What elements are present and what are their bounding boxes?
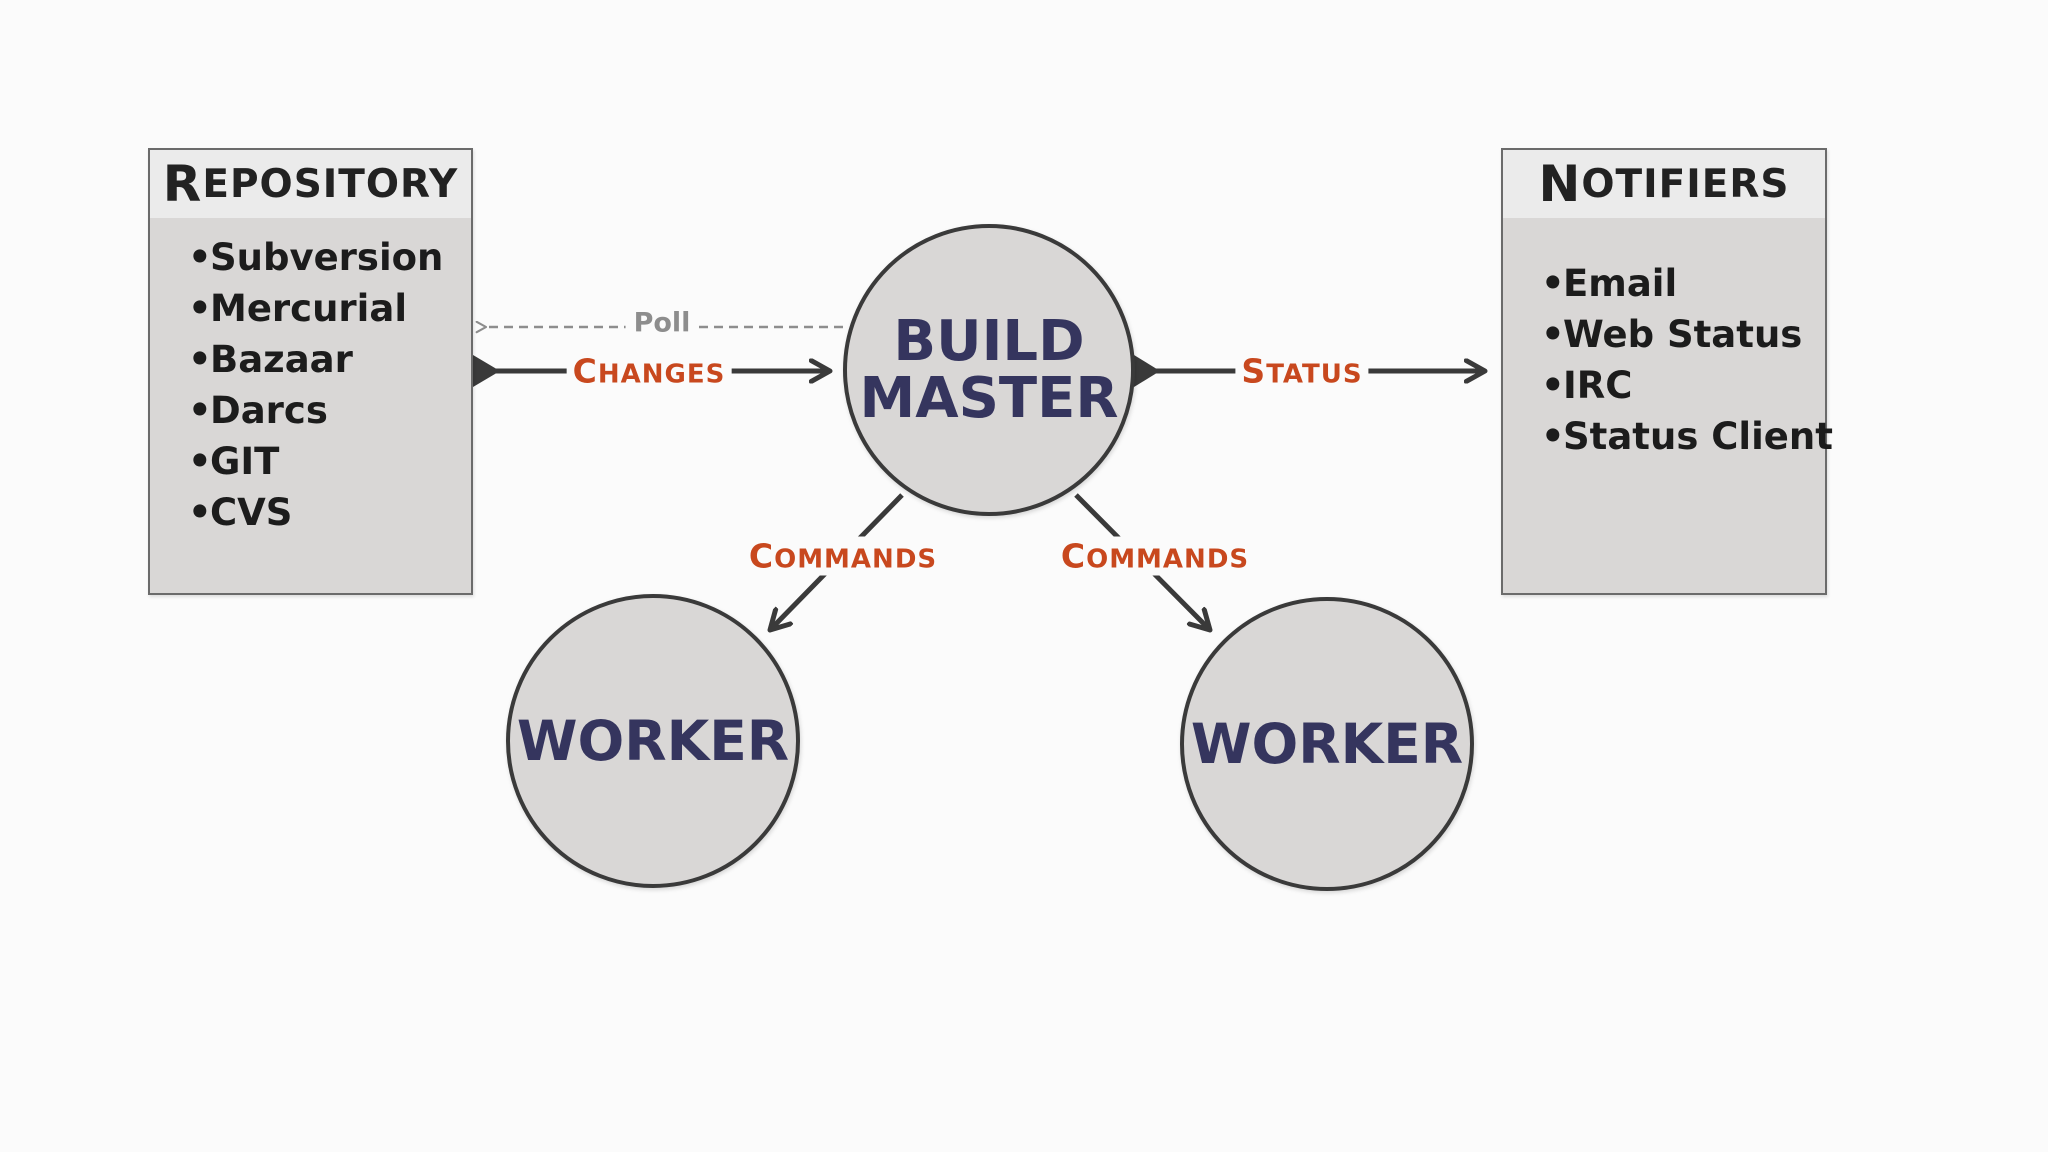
worker-node-left: WORKER <box>506 594 800 888</box>
status-connector-tab <box>1134 355 1160 387</box>
commands-label-left: COMMANDS <box>742 536 944 576</box>
changes-connector-tab <box>473 355 500 387</box>
changes-label: CHANGES <box>566 351 732 391</box>
notifier-item: •Web Status <box>1541 313 1803 356</box>
repository-list: •Subversion •Mercurial •Bazaar •Darcs •G… <box>150 218 471 538</box>
repository-item: •CVS <box>188 491 293 534</box>
worker-label: WORKER <box>1190 711 1464 776</box>
build-master-node: BUILD MASTER <box>843 224 1135 516</box>
poll-label: Poll <box>625 307 699 339</box>
commands-label-right: COMMANDS <box>1054 536 1256 576</box>
notifier-item: •Status Client <box>1541 415 1833 458</box>
worker-label: WORKER <box>516 708 790 773</box>
repository-item: •Mercurial <box>188 287 408 330</box>
notifier-item: •Email <box>1541 262 1678 305</box>
notifiers-list: •Email •Web Status •IRC •Status Client <box>1503 218 1833 462</box>
notifier-item: •IRC <box>1541 364 1633 407</box>
repository-item: •Subversion <box>188 236 444 279</box>
build-master-label: BUILD MASTER <box>859 308 1119 431</box>
repository-item: •Bazaar <box>188 338 353 381</box>
status-label: STATUS <box>1235 351 1369 391</box>
repository-item: •GIT <box>188 440 280 483</box>
repository-item: •Darcs <box>188 389 328 432</box>
worker-node-right: WORKER <box>1180 597 1474 891</box>
